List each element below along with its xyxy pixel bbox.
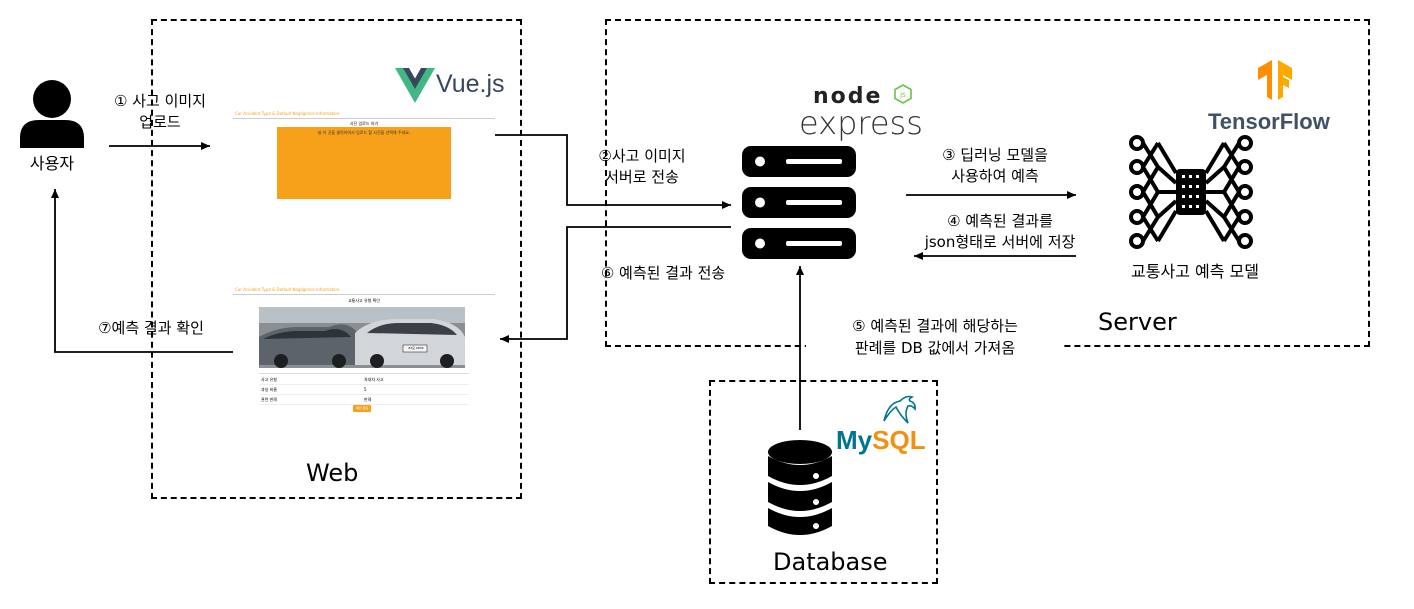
- database-container: [709, 380, 938, 584]
- svg-text:JS: JS: [899, 92, 906, 99]
- user-icon: [20, 80, 84, 148]
- confirm-button[interactable]: 확인 완료: [353, 405, 371, 412]
- neural-network-icon: [1129, 135, 1253, 249]
- step3-label-line1: ③ 딥러닝 모델을: [942, 146, 1048, 164]
- database-icon: [768, 440, 832, 535]
- user-label: 사용자: [29, 154, 75, 173]
- server-label: Server: [1098, 308, 1177, 336]
- model-label: 교통사고 예측 모델: [1131, 262, 1259, 281]
- upload-page-header: Car Accident Type & Default Negligence I…: [235, 111, 340, 116]
- mysql-dolphin-icon: [883, 395, 916, 424]
- node-hexagon-icon: JS: [894, 84, 912, 104]
- confirm-button-label: 확인 완료: [356, 406, 368, 410]
- express-brand-text: express: [799, 104, 923, 142]
- upload-page-screenshot: Car Accident Type & Default Negligence I…: [233, 108, 495, 208]
- web-container: [151, 19, 522, 499]
- result-page-header: Car Accident Type & Default Negligence I…: [235, 287, 340, 292]
- web-label: Web: [306, 459, 359, 487]
- accident-photo: [259, 307, 465, 368]
- step4-label-line1: ④ 예측된 결과를: [947, 212, 1053, 230]
- step5-label-line1: ⑤ 예측된 결과에 해당하는: [852, 317, 1018, 335]
- vue-brand-text: Vue.js: [436, 70, 505, 98]
- vue-logo-icon: [395, 68, 435, 103]
- table-cell-value: 차대차 사고: [364, 377, 384, 382]
- tensorflow-logo-icon: [1258, 60, 1292, 100]
- server-icon: [742, 146, 856, 259]
- upload-dropzone[interactable]: [277, 127, 451, 199]
- table-cell-key: 관련 판례: [261, 397, 277, 402]
- table-cell-key: 과실 비율: [261, 387, 277, 392]
- tensorflow-brand-text: TensorFlow: [1208, 109, 1330, 134]
- step2-label-line1: ②사고 이미지: [598, 147, 686, 165]
- arrow-send-to-server: [494, 134, 731, 209]
- mysql-brand-sql: SQL: [872, 425, 926, 455]
- step7-label: ⑦예측 결과 확인: [98, 319, 204, 337]
- table-cell-value: 5: [364, 387, 367, 392]
- table-cell-value: 판례: [364, 397, 372, 402]
- database-label: Database: [773, 548, 888, 576]
- server-border-gap: [806, 340, 1064, 354]
- step2-label-line2: 서버로 전송: [605, 168, 679, 186]
- upload-dropzone-text: 쓸 이 곳을 클릭하여서 업로드 할 사진을 선택해 주세요.: [317, 130, 411, 135]
- result-page-title: 교통사고 유형 확인: [348, 298, 380, 303]
- result-page-screenshot: Car Accident Type & Default Negligence I…: [233, 285, 495, 415]
- arrow-check-result: [51, 189, 234, 353]
- step3-label-line2: 사용하여 예측: [951, 167, 1039, 185]
- table-row: 과실 비율 5: [259, 384, 469, 395]
- table-row: 관련 판례 판례: [259, 394, 469, 405]
- step4-label-line2: json형태로 서버에 저장: [924, 233, 1076, 251]
- license-plate-text: 83모 0839: [408, 346, 424, 350]
- result-page-divider: [233, 294, 495, 295]
- step5-label-line2: 판례를 DB 값에서 가져옴: [854, 339, 1016, 357]
- mysql-brand-text: MySQL: [836, 425, 926, 456]
- upload-page-divider: [233, 118, 495, 119]
- table-cell-key: 사고 유형: [261, 377, 277, 382]
- node-brand-text: node: [813, 84, 883, 109]
- table-row: 사고 유형 차대차 사고: [259, 374, 469, 385]
- mysql-brand-my: My: [836, 425, 873, 455]
- upload-page-title: 사진 업로드 하기: [349, 121, 379, 126]
- step1-label-line2: 업로드: [139, 113, 181, 131]
- step1-label-line1: ① 사고 이미지: [114, 92, 206, 110]
- arrow-send-result: [500, 226, 731, 343]
- step6-label: ⑥ 예측된 결과 전송: [600, 264, 726, 282]
- result-table: 사고 유형 차대차 사고 과실 비율 5 관련 판례 판례: [259, 373, 469, 405]
